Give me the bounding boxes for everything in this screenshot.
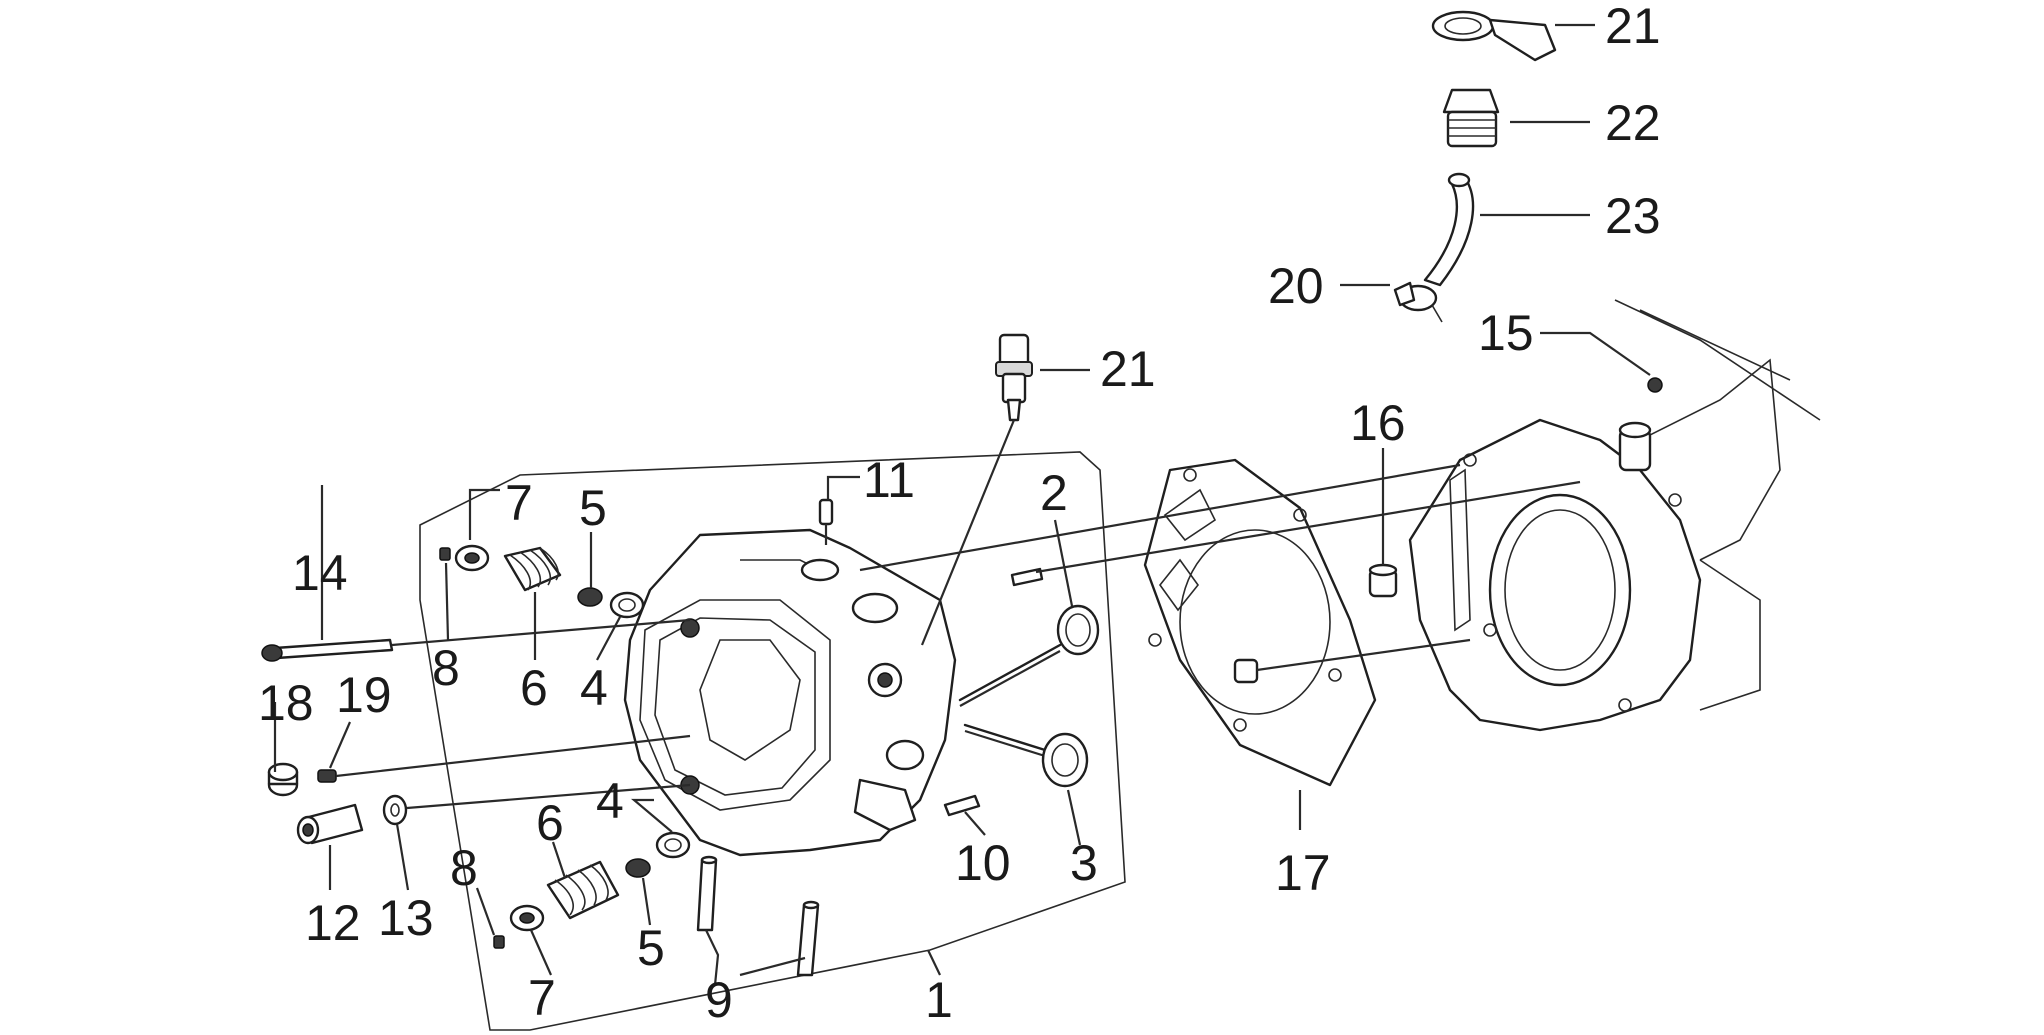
- valve-stem-seal-lower: [625, 858, 651, 878]
- callout-1: 1: [925, 972, 953, 1028]
- callout-8-lower: 8: [450, 840, 478, 896]
- spacer: [296, 803, 364, 845]
- callout-11: 11: [863, 452, 915, 508]
- hose-clamp: [1393, 281, 1443, 323]
- dowel-cylinder: [1368, 563, 1398, 598]
- callout-8-upper: 8: [432, 640, 460, 696]
- valve-spring-retainer-upper: [454, 544, 490, 572]
- callout-3: 3: [1070, 835, 1098, 891]
- callout-5-upper: 5: [579, 480, 607, 536]
- callout-7-upper: 7: [505, 475, 533, 531]
- screw: [317, 769, 337, 783]
- callout-9: 9: [705, 972, 733, 1028]
- callout-7-lower: 7: [528, 970, 556, 1026]
- callout-5-lower: 5: [637, 920, 665, 976]
- valve-spring-seat-lower: [655, 831, 691, 859]
- exhaust-valve: [958, 604, 1100, 707]
- valve-guide-lower: [796, 900, 820, 977]
- callout-21-bracket: 21: [1605, 0, 1661, 54]
- cylinder-head: [623, 528, 957, 857]
- callout-15: 15: [1478, 305, 1534, 361]
- callout-14: 14: [292, 545, 348, 601]
- cylinder-head-kit-outline: [419, 451, 1126, 1031]
- callout-23: 23: [1605, 188, 1661, 244]
- callout-19: 19: [336, 667, 392, 723]
- callout-6-lower: 6: [536, 795, 564, 851]
- filler-cap: [1442, 88, 1500, 148]
- breather-hose: [1423, 172, 1475, 287]
- temperature-sensor: [995, 333, 1033, 422]
- valve-cotter-lower: [493, 935, 505, 949]
- washer: [382, 794, 408, 826]
- callout-21-sensor: 21: [1100, 341, 1156, 397]
- plug: [267, 762, 299, 797]
- valve-guide-upper: [696, 855, 718, 932]
- dowel-on-gasket: [1233, 658, 1259, 684]
- dowel-pin-upper: [818, 498, 834, 526]
- callout-4-upper: 4: [580, 660, 608, 716]
- valve-spring-lower: [546, 860, 620, 920]
- callout-12: 12: [305, 895, 361, 951]
- valve-cotter-upper: [439, 547, 451, 561]
- callout-17: 17: [1275, 845, 1331, 901]
- valve-spring-upper: [503, 546, 562, 592]
- head-gasket: [1143, 458, 1377, 787]
- callout-22: 22: [1605, 95, 1661, 151]
- valve-stem-seal-upper: [577, 587, 603, 607]
- callout-6-upper: 6: [520, 660, 548, 716]
- stud-bolt: [261, 638, 394, 662]
- callout-10: 10: [955, 835, 1011, 891]
- intake-valve: [963, 723, 1089, 788]
- callout-18: 18: [258, 675, 314, 731]
- callout-4-lower: 4: [596, 773, 624, 829]
- callout-20: 20: [1268, 258, 1324, 314]
- valve-spring-seat-upper: [609, 591, 645, 619]
- cylinder-block: [1408, 299, 1821, 732]
- callout-2: 2: [1040, 465, 1068, 521]
- callout-16: 16: [1350, 395, 1406, 451]
- dowel-pin-lower: [943, 794, 981, 817]
- retaining-bracket: [1431, 10, 1557, 62]
- valve-spring-retainer-lower: [509, 904, 545, 932]
- dowel-pin-head: [1010, 567, 1044, 587]
- callout-13: 13: [378, 890, 434, 946]
